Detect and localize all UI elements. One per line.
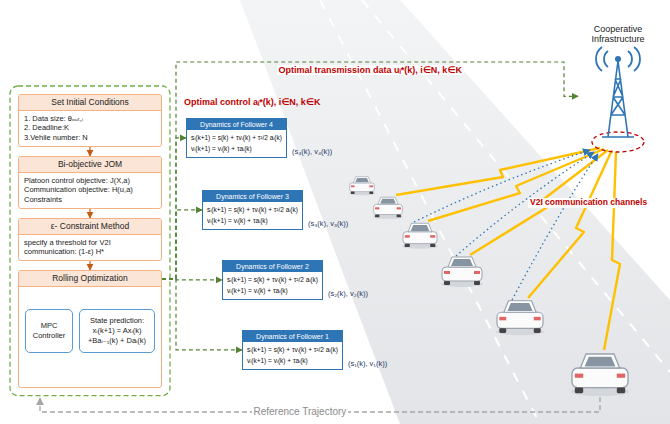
annotation-label: (s₃(k), v₃(k))	[308, 220, 348, 229]
annotation-label: Reference Trajectory	[252, 406, 349, 418]
box-text: vᵢ(k+1) = vᵢ(k) + τaᵢ(k)	[247, 355, 338, 366]
node-label: Cooperative Infrastructure	[578, 24, 658, 45]
connector-arrow	[162, 210, 202, 279]
lightning-link	[604, 152, 620, 350]
connector-arrow	[89, 147, 90, 156]
box-body: sᵢ(k+1) = s(k) + τvᵢ(k) + τ²/2 aᵢ(k)vᵢ(k…	[223, 272, 322, 299]
box-text: sᵢ(k+1) = s(k) + τvᵢ(k) + τ²/2 aᵢ(k)	[227, 274, 318, 285]
annotation-label: Optimal control aᵢ*(k), i∈N, k∈K	[184, 97, 320, 107]
car	[402, 223, 438, 249]
box-header: ε- Constraint Method	[19, 219, 161, 235]
box-title: Bi-objective JOM	[22, 159, 158, 170]
lane-marking	[320, 0, 540, 424]
box-text: sᵢ(k+1) = s(k) + τvᵢ(k) + τ²/2 aᵢ(k)	[247, 344, 338, 355]
v2i-links	[396, 148, 620, 350]
car	[441, 257, 483, 287]
box-text: State prediction:	[84, 316, 150, 326]
box-text: specify a threshold for V2I communicatio…	[24, 238, 156, 258]
box-header: Dynamics of Follower 3	[203, 191, 302, 202]
box-header: Dynamics of Follower 4	[187, 119, 286, 130]
tower-icon	[578, 45, 658, 141]
box-text: sᵢ(k+1) = s(k) + τvᵢ(k) + τ²/2 aᵢ(k)	[207, 204, 298, 215]
box-text: Constraints	[24, 195, 156, 205]
group-frame	[10, 86, 170, 396]
dynamics-box: Dynamics of Follower 1sᵢ(k+1) = s(k) + τ…	[242, 330, 343, 370]
box-body: specify a threshold for V2I communicatio…	[19, 235, 161, 261]
box-text: vᵢ(k+1) = vᵢ(k) + τaᵢ(k)	[207, 215, 298, 226]
box-body: sᵢ(k+1) = s(k) + τvᵢ(k) + τ²/2 aᵢ(k)vᵢ(k…	[243, 342, 342, 369]
box-body: MPC Controller State prediction:xᵢ(k+1) =…	[19, 287, 161, 387]
annotation-label: (s₂(k), v₂(k))	[328, 290, 368, 299]
dynamics-box: Dynamics of Follower 4sᵢ(k+1) = s(k) + τ…	[186, 118, 287, 158]
uplink-arrows	[414, 150, 598, 300]
box-body: 1. Data size: θₒᵤₜ,ᵢ2. Deadline:K3.Vehil…	[19, 111, 161, 146]
lightning-link	[396, 148, 600, 195]
connector-arrow	[89, 209, 90, 218]
box-text: +Baᵢ₋₁(k) + Daᵢ(k)	[84, 336, 150, 346]
box-text: vᵢ(k+1) = vᵢ(k) + τaᵢ(k)	[191, 143, 282, 154]
annotation-label: V2I communication channels	[528, 198, 649, 208]
dynamics-box: Dynamics of Follower 3sᵢ(k+1) = s(k) + τ…	[202, 190, 303, 230]
box-text: xᵢ(k+1) = Axᵢ(k)	[84, 326, 150, 336]
annotation-label: (s₄(k), v₄(k))	[292, 148, 332, 157]
box-text: vᵢ(k+1) = vᵢ(k) + τaᵢ(k)	[227, 285, 318, 296]
box-title: Dynamics of Follower 2	[227, 262, 318, 271]
road	[240, 0, 670, 424]
uplink-arrow	[512, 154, 598, 300]
uplink-arrow	[414, 150, 590, 222]
box-text: MPC Controller	[30, 321, 68, 341]
car	[496, 301, 544, 336]
box-header: Bi-objective JOM	[19, 157, 161, 173]
dynamics-box: Dynamics of Follower 2sᵢ(k+1) = s(k) + τ…	[222, 260, 323, 300]
connector-arrow	[162, 62, 578, 279]
process-box: Bi-objective JOM Platoon control objectiv…	[18, 156, 162, 209]
car	[349, 177, 375, 196]
connector-arrow	[89, 261, 90, 270]
process-box: ε- Constraint Method specify a threshold …	[18, 218, 162, 261]
box-body: sᵢ(k+1) = s(k) + τvᵢ(k) + τ²/2 aᵢ(k)vᵢ(k…	[203, 202, 302, 229]
tower-mast	[602, 61, 634, 137]
box-text: sᵢ(k+1) = s(k) + τvᵢ(k) + τ²/2 aᵢ(k)	[191, 132, 282, 143]
radio-waves	[596, 47, 640, 71]
box-body: sᵢ(k+1) = s(k) + τvᵢ(k) + τ²/2 aᵢ(k)vᵢ(k…	[187, 130, 286, 157]
box-title: Dynamics of Follower 4	[191, 120, 282, 129]
box-text: 1. Data size: θₒᵤₜ,ᵢ	[24, 114, 156, 124]
box-text: Platoon control objective: J(X,a)	[24, 176, 156, 186]
infrastructure-node: Cooperative Infrastructure	[578, 24, 658, 141]
box-title: Dynamics of Follower 1	[247, 332, 338, 341]
process-box: MPC Controller	[25, 309, 73, 353]
box-header: Dynamics of Follower 2	[223, 261, 322, 272]
lane-marking	[362, 0, 670, 372]
lightning-link	[528, 150, 612, 298]
process-box: Rolling OptimizationMPC Controller State …	[18, 270, 162, 388]
lead-car	[571, 354, 630, 396]
box-header: Set Initial Conditions	[19, 95, 161, 111]
annotation-label: (s₁(k), v₁(k))	[348, 360, 387, 369]
box-title: Set Initial Conditions	[22, 97, 158, 108]
channel-ellipse	[592, 132, 644, 152]
car	[373, 197, 403, 219]
box-text: 3.Vehile number: N	[24, 133, 156, 143]
process-box: State prediction:xᵢ(k+1) = Axᵢ(k)+Baᵢ₋₁(…	[79, 309, 155, 353]
box-title: ε- Constraint Method	[22, 221, 158, 232]
box-text: 2. Deadline:K	[24, 123, 156, 133]
box-title: Rolling Optimization	[22, 273, 158, 284]
process-box: Set Initial Conditions 1. Data size: θₒᵤₜ…	[18, 94, 162, 147]
box-title: Dynamics of Follower 3	[207, 192, 298, 201]
connector-arrow	[162, 138, 186, 279]
box-header: Dynamics of Follower 1	[243, 331, 342, 342]
box-header: Rolling Optimization	[19, 271, 161, 287]
edge-label: Optimal transmission data uᵢ*(k), i∈N, k…	[277, 65, 464, 75]
box-body: Platoon control objective: J(X,a)Communi…	[19, 173, 161, 208]
box-text: Communication objective: H(u,a)	[24, 185, 156, 195]
